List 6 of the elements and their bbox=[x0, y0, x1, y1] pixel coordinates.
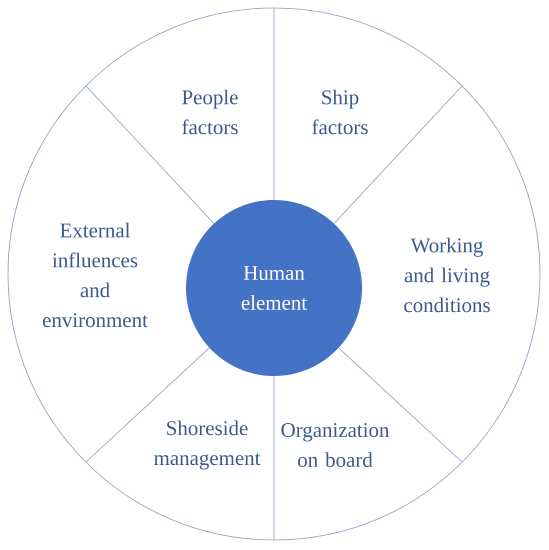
sector-label: Organization on board bbox=[281, 423, 390, 467]
sector-label: External influences and environment bbox=[42, 222, 148, 328]
sector-label: People factors bbox=[182, 90, 238, 134]
sector-label: Ship factors bbox=[312, 90, 368, 134]
sector-label: Working and living conditions bbox=[404, 238, 490, 312]
sector-label: Shoreside management bbox=[154, 420, 260, 470]
